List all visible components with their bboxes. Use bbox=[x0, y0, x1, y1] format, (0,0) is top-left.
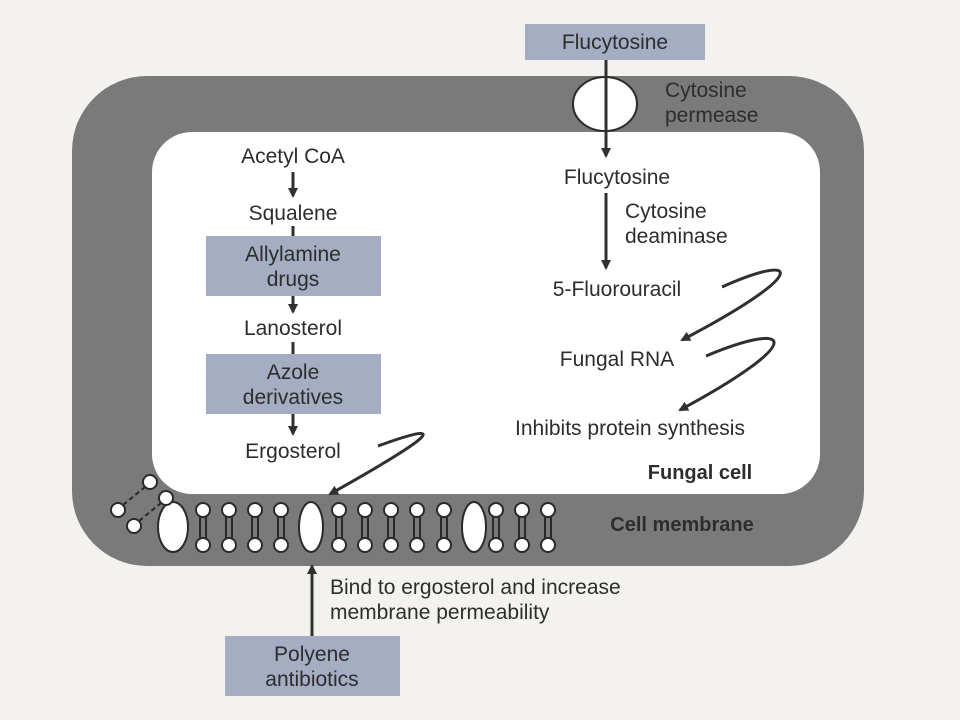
fungal-cell-label: Fungal cell bbox=[648, 462, 752, 484]
acetyl-coa-label: Acetyl CoA bbox=[241, 145, 345, 168]
cytosine-permease-label-2: permease bbox=[665, 104, 758, 127]
arrow-ergosterol-to-membrane bbox=[328, 431, 425, 496]
fungal-rna-label: Fungal RNA bbox=[560, 348, 674, 371]
polyene-drug-label-1: Polyene bbox=[274, 643, 350, 666]
phospholipid-head bbox=[436, 537, 452, 553]
azole-drug-label-1: Azole bbox=[267, 361, 320, 384]
flucytosine-drug-label: Flucytosine bbox=[562, 31, 668, 54]
polyene-drug-label-2: antibiotics bbox=[265, 668, 358, 691]
phospholipid-head bbox=[331, 502, 347, 518]
phospholipid-head bbox=[488, 502, 504, 518]
phospholipid-head bbox=[514, 502, 530, 518]
arrow-rna-to-inhibition bbox=[678, 337, 776, 412]
phospholipid-head bbox=[273, 502, 289, 518]
polyene-drug-box bbox=[225, 636, 400, 696]
phospholipid-head bbox=[540, 502, 556, 518]
phospholipid-head bbox=[195, 502, 211, 518]
phospholipid-head bbox=[409, 537, 425, 553]
lanosterol-label: Lanosterol bbox=[244, 317, 342, 340]
ergosterol-label: Ergosterol bbox=[245, 440, 341, 463]
phospholipid-head bbox=[488, 537, 504, 553]
phospholipid-head bbox=[273, 537, 289, 553]
phospholipid-head bbox=[110, 502, 126, 518]
phospholipid-head bbox=[357, 502, 373, 518]
phospholipid-head bbox=[331, 537, 347, 553]
phospholipid-head bbox=[195, 537, 211, 553]
squalene-label: Squalene bbox=[249, 202, 338, 225]
cytosine-deaminase-label-2: deaminase bbox=[625, 225, 728, 248]
phospholipid-head bbox=[221, 537, 237, 553]
phospholipid-head bbox=[383, 502, 399, 518]
flucytosine-drug-box bbox=[525, 24, 705, 60]
cytosine-deaminase-label-1: Cytosine bbox=[625, 200, 707, 223]
membrane-ergosterol-oval bbox=[461, 501, 487, 553]
polyene-action-label-2: membrane permeability bbox=[330, 601, 550, 624]
membrane-ergosterol-oval bbox=[157, 501, 189, 553]
cytosine-permease-label-1: Cytosine bbox=[665, 79, 747, 102]
azole-drug-label-2: derivatives bbox=[243, 386, 343, 409]
phospholipid-head bbox=[142, 474, 158, 490]
phospholipid-head bbox=[436, 502, 452, 518]
phospholipid-head bbox=[158, 490, 174, 506]
phospholipid-head bbox=[514, 537, 530, 553]
inhibits-protein-synthesis-label: Inhibits protein synthesis bbox=[515, 417, 745, 440]
arrow-5fu-to-rna bbox=[680, 268, 782, 342]
membrane-lipids bbox=[110, 474, 556, 553]
membrane-ergosterol-oval bbox=[298, 501, 324, 553]
phospholipid-head bbox=[409, 502, 425, 518]
flucytosine-inside-label: Flucytosine bbox=[564, 166, 670, 189]
polyene-action-label-1: Bind to ergosterol and increase bbox=[330, 576, 621, 599]
phospholipid-head bbox=[247, 502, 263, 518]
azole-drug-box bbox=[206, 354, 381, 414]
phospholipid-tail bbox=[122, 486, 146, 506]
phospholipid-head bbox=[357, 537, 373, 553]
cell-membrane-label: Cell membrane bbox=[610, 514, 753, 536]
allylamine-drug-label-1: Allylamine bbox=[245, 243, 341, 266]
fluorouracil-label: 5-Fluorouracil bbox=[553, 278, 681, 301]
allylamine-drug-box bbox=[206, 236, 381, 296]
phospholipid-head bbox=[383, 537, 399, 553]
phospholipid-head bbox=[221, 502, 237, 518]
allylamine-drug-label-2: drugs bbox=[267, 268, 320, 291]
phospholipid-head bbox=[247, 537, 263, 553]
phospholipid-head bbox=[540, 537, 556, 553]
phospholipid-head bbox=[126, 518, 142, 534]
phospholipid-tail bbox=[138, 502, 162, 522]
